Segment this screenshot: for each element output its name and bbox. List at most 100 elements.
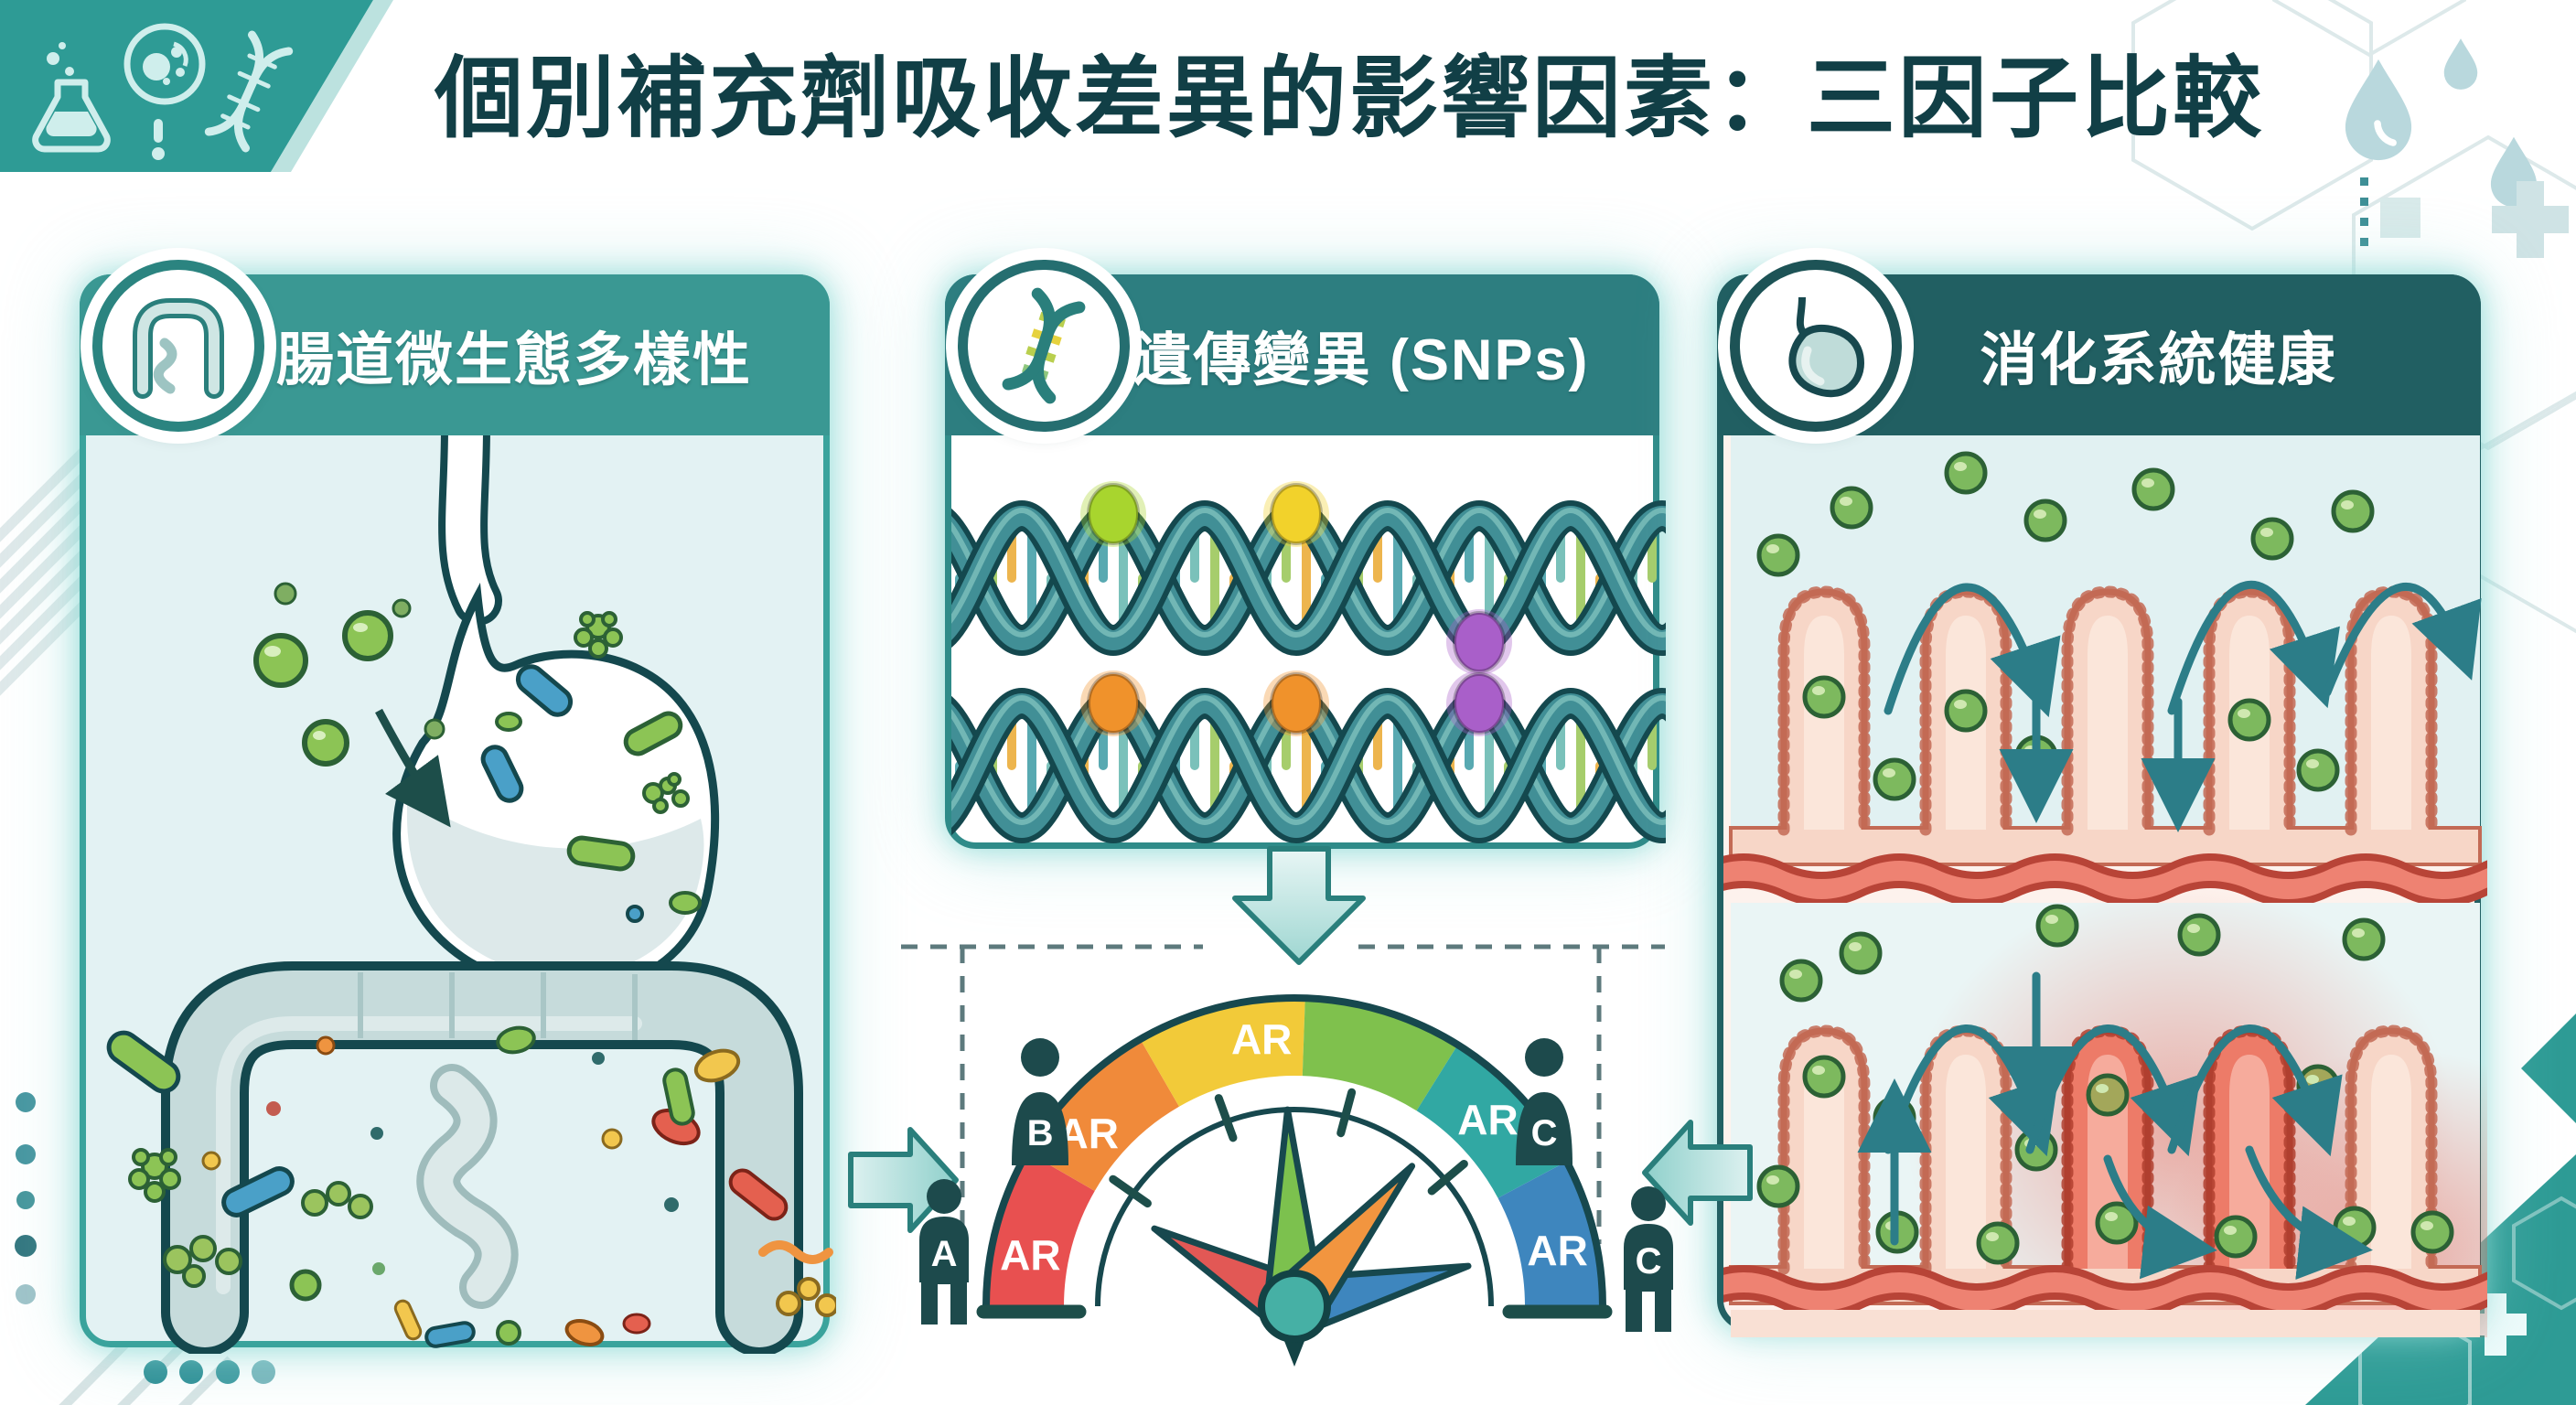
person-body	[1516, 1092, 1572, 1165]
person-label: C	[1636, 1241, 1662, 1282]
person-body	[1624, 1224, 1673, 1332]
diamond-decoration	[2521, 1014, 2576, 1123]
bacteria-scatter	[106, 1030, 836, 1348]
person-label: C	[1531, 1113, 1558, 1153]
gauge-tick	[1214, 1094, 1238, 1142]
villi-section-healthy	[1723, 434, 2487, 906]
villus-brush-border	[2203, 585, 2296, 836]
villus-core	[1946, 1055, 1986, 1269]
dot-column-decoration	[15, 1092, 37, 1304]
nutrient-dot	[2023, 499, 2067, 542]
mucosa-bottom	[1731, 1310, 2480, 1337]
nutrient-dot	[1802, 1055, 1846, 1099]
villi-illustration	[1723, 434, 2487, 1337]
panel-header: 消化系統健康	[1717, 260, 2481, 435]
villus-core	[1804, 616, 1844, 830]
villus-core	[2371, 1055, 2411, 1269]
absorption-arrow	[1884, 583, 2061, 718]
dotted-line-decoration	[2360, 177, 2420, 246]
panel-genetic-variation: 遺傳變異 (SNPs)	[945, 260, 1666, 849]
nutrient-dot-shine	[2420, 1221, 2433, 1230]
esophagus-illustration	[438, 402, 502, 626]
nutrient-dot-shine	[2343, 1217, 2356, 1226]
medical-cross-icon	[2492, 181, 2569, 258]
intestine-glyph	[133, 298, 224, 399]
nutrient-dot	[1839, 931, 1883, 975]
panel-digestive-health: 消化系統健康	[1717, 260, 2487, 1337]
nutrient-dot-shine	[2260, 528, 2273, 537]
nutrient-dot-shine	[1812, 1066, 1825, 1075]
dna-strand-highlight	[951, 507, 1666, 638]
dashed-guides	[901, 944, 1665, 1244]
nutrient-dot-shine	[1789, 970, 1802, 979]
gut-illustration	[106, 402, 836, 1354]
person-head	[1021, 1038, 1059, 1077]
villus-core	[1804, 1055, 1844, 1269]
person-label: B	[1027, 1113, 1054, 1153]
gauge-hub	[1258, 1270, 1331, 1343]
stomach-icon	[1730, 260, 1902, 432]
nutrient-dot	[1830, 486, 1873, 530]
nutrient-dot-shine	[2105, 1212, 2118, 1221]
nutrient-dot	[1944, 451, 1988, 495]
nutrient-dot-shine	[2352, 928, 2365, 938]
panel-title: 腸道微生態多樣性	[276, 327, 752, 392]
nutrient-dot-shine	[1954, 700, 1967, 709]
nutrient-dot-shine	[1766, 544, 1779, 553]
lab-corner-decoration	[0, 0, 393, 172]
bacteria-cluster	[266, 1025, 741, 1212]
nutrient-dot-shine	[2034, 509, 2046, 519]
bacteria-cluster	[480, 611, 702, 923]
person-icon: B	[1012, 1038, 1068, 1165]
nutrient-dot	[2331, 489, 2375, 533]
absorption-arrow	[2167, 1024, 2343, 1157]
nutrient-dot-shine	[2306, 1075, 2319, 1084]
person-head	[1631, 1186, 1666, 1221]
absorption-arrow	[2323, 583, 2482, 697]
mucosa-band	[1723, 1269, 2487, 1314]
gauge-ar-label: AR	[1000, 1231, 1060, 1279]
person-icon: A	[919, 1179, 969, 1325]
panel-gut-microbiome: 腸道微生態多樣性	[80, 260, 836, 1354]
nutrient-dot-shine	[2306, 759, 2319, 768]
absorption-arrow	[2245, 1145, 2373, 1280]
nutrient-dot	[2342, 917, 2386, 961]
villus-core	[2088, 616, 2128, 830]
nutrient-dot-shine	[1849, 942, 1862, 951]
nutrient-dot-shine	[1840, 497, 1852, 506]
nutrient-dot-shine	[2096, 1084, 2109, 1093]
stomach-illustration	[392, 583, 720, 995]
nutrient-dot	[1873, 757, 1916, 801]
nutrient-dot	[1802, 675, 1846, 719]
villus-brush-border	[2345, 1024, 2438, 1275]
gauge-ar-label: AR	[1527, 1227, 1587, 1274]
nutrient-dot	[2227, 698, 2271, 742]
snp-marker	[1270, 483, 1323, 545]
mucosa-band-line	[1723, 1292, 2487, 1318]
dna-glyph	[1002, 287, 1086, 404]
nutrient-dot-shine	[1883, 768, 1895, 778]
snp-marker	[1087, 672, 1140, 735]
villus-core	[2229, 1055, 2270, 1269]
absorption-arrow	[2103, 1154, 2217, 1280]
nutrient-dot	[2296, 748, 2340, 792]
person-icon: C	[1516, 1038, 1572, 1165]
nutrient-dot	[1976, 1221, 2020, 1265]
stomach-glyph	[1788, 296, 1864, 398]
nutrient-dot-shine	[2341, 500, 2354, 509]
person-head	[1525, 1038, 1563, 1077]
person-body	[1012, 1092, 1068, 1165]
arrow-from-digestive-panel	[1642, 1120, 1753, 1226]
intake-arrow	[375, 708, 451, 828]
dna-icon	[958, 260, 1130, 432]
arrow-from-snp-panel	[1232, 846, 1366, 965]
snp-marker	[1453, 611, 1506, 673]
gauge-tick	[1336, 1088, 1357, 1138]
absorption-arrow	[2167, 580, 2340, 715]
dna-helix-band	[951, 687, 1666, 844]
panel-title: 消化系統健康	[1980, 327, 2337, 392]
person-icon: C	[1624, 1186, 1673, 1332]
gauge-segment	[1497, 1161, 1603, 1306]
